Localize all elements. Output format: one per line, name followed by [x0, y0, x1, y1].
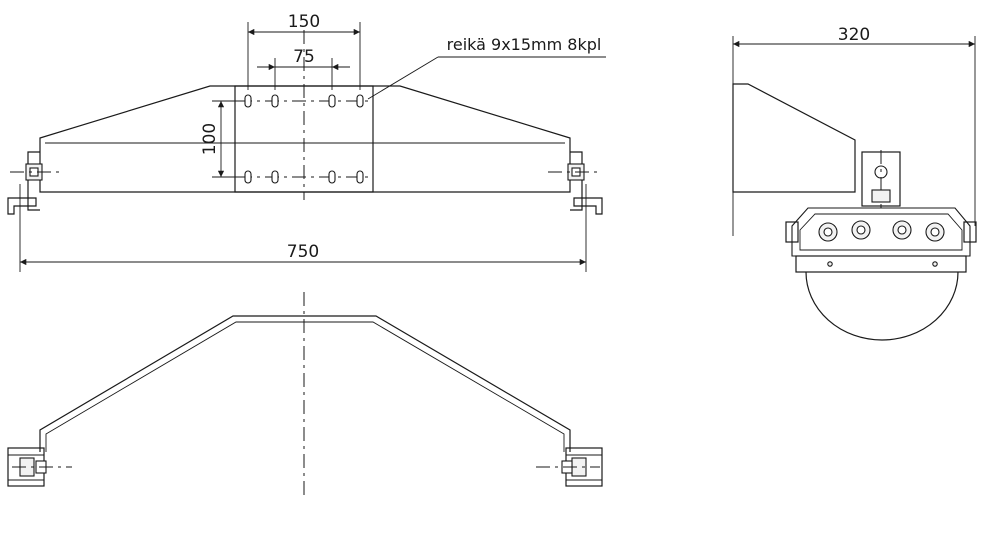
hole: [328, 94, 336, 108]
lamp-housing-inner: [799, 213, 963, 251]
lamp-sockets: [818, 220, 945, 242]
hole: [271, 94, 279, 108]
front-bracket-inner: [45, 321, 565, 452]
note-leader: [367, 56, 439, 100]
left-clamp: [7, 151, 60, 272]
front-left-block: [7, 447, 72, 487]
hole: [271, 170, 279, 184]
lamp-glass-dome: [805, 271, 959, 341]
lamp-socket-core: [823, 227, 833, 237]
lamp-gear-box: [795, 255, 967, 273]
top-bracket-outline: [39, 85, 571, 193]
dim-320-label: 320: [838, 25, 870, 45]
hole: [356, 94, 364, 108]
lamp-housing-right-lug: [963, 221, 977, 243]
left-clamp-body: [27, 151, 40, 211]
front-right-block: [536, 447, 603, 487]
lamp-socket-core: [930, 227, 940, 237]
side-view: 320: [732, 25, 977, 341]
gear-box-screw: [827, 261, 833, 267]
front-view: [7, 292, 603, 500]
hole: [244, 170, 252, 184]
hole: [328, 170, 336, 184]
hole: [356, 170, 364, 184]
dim-750-label: 750: [287, 242, 319, 262]
slotted-holes: [244, 94, 364, 184]
side-wall-bracket: [732, 83, 856, 193]
lamp-socket-core: [897, 225, 907, 235]
front-bracket-outer: [39, 315, 571, 452]
right-clamp-foot: [573, 197, 603, 215]
side-hanger-nut: [871, 189, 891, 203]
left-clamp-foot: [7, 197, 37, 215]
hole-note: reikä 9x15mm 8kpl: [447, 35, 602, 54]
right-clamp-body: [570, 151, 583, 211]
lamp-housing-frame: [791, 207, 971, 257]
right-clamp: [548, 151, 603, 272]
top-view: 150 75 100 reikä 9x15mm 8kpl: [7, 12, 606, 272]
dim-75-label: 75: [293, 47, 315, 67]
dim-150-label: 150: [288, 12, 320, 32]
lamp-socket-core: [856, 225, 866, 235]
lamp-housing-left-lug: [785, 221, 799, 243]
dim-100-label: 100: [200, 123, 220, 155]
gear-box-screw: [932, 261, 938, 267]
hole: [244, 94, 252, 108]
